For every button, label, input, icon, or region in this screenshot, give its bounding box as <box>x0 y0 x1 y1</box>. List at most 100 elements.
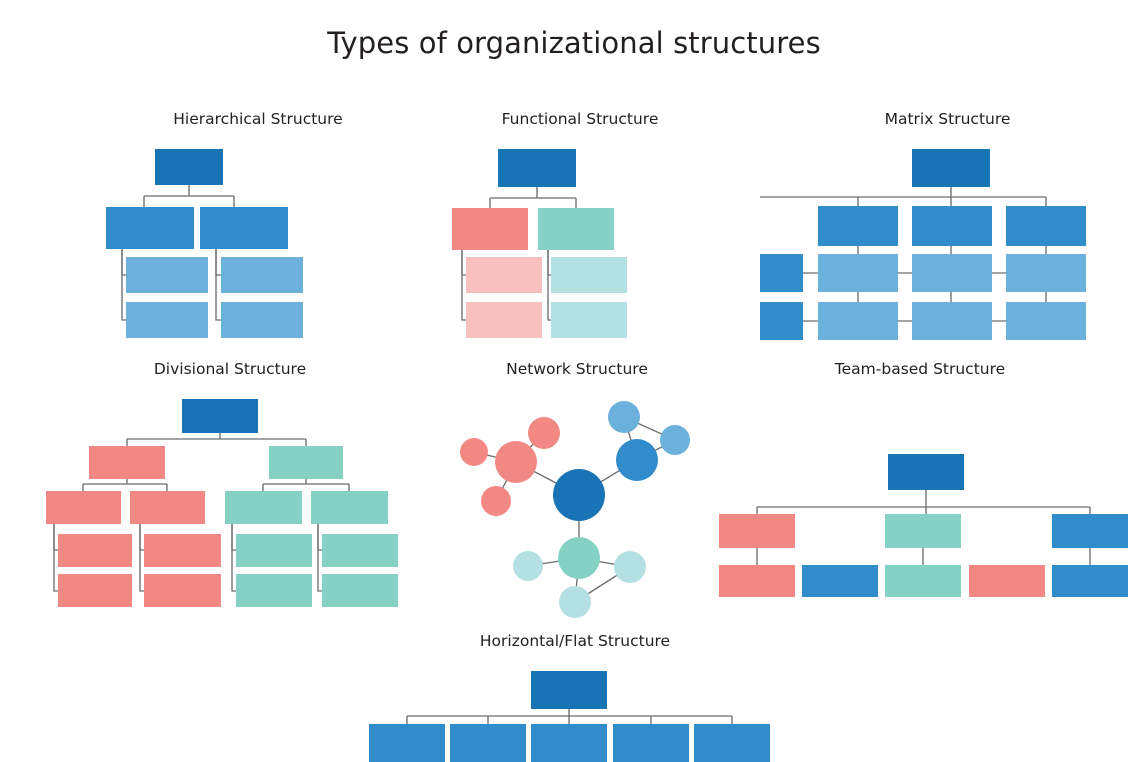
node-matrix-cell-12[interactable] <box>912 254 992 292</box>
connector-line <box>760 187 1046 198</box>
panel-title-flat: Horizontal/Flat Structure <box>479 632 671 650</box>
node-matrix-col-1[interactable] <box>818 206 898 246</box>
diagram-flat <box>369 671 770 762</box>
node-flat-root[interactable] <box>531 671 607 709</box>
node-divisional-b1-leaf2[interactable] <box>236 574 312 607</box>
node-divisional-b1-leaf1[interactable] <box>236 534 312 567</box>
node-divisional-a2-leaf1[interactable] <box>144 534 221 567</box>
node-matrix-cell-21[interactable] <box>818 302 898 340</box>
node-divisional-b-sub-2[interactable] <box>311 491 388 524</box>
node-divisional-a1-leaf2[interactable] <box>58 574 132 607</box>
node-hierarchical-l2-b2[interactable] <box>221 302 303 338</box>
node-matrix-row-1[interactable] <box>760 254 803 292</box>
node-flat-unit-4[interactable] <box>613 724 689 762</box>
connector-line <box>126 433 307 446</box>
node-network-blue-sat-2[interactable] <box>660 425 690 455</box>
node-team-member-2[interactable] <box>802 565 878 597</box>
node-network-cluster-teal[interactable] <box>558 537 600 579</box>
node-functional-l2-a1[interactable] <box>466 257 542 293</box>
node-functional-l1-b[interactable] <box>538 208 614 250</box>
panel-network: Network Structure <box>432 360 722 620</box>
connector-line <box>262 479 350 491</box>
page-title: Types of organizational structures <box>327 26 821 60</box>
node-hierarchical-l2-b1[interactable] <box>221 257 303 293</box>
node-divisional-root[interactable] <box>182 399 258 433</box>
node-divisional-div-a[interactable] <box>89 446 165 479</box>
node-team-root[interactable] <box>888 454 964 490</box>
node-functional-l2-b2[interactable] <box>551 302 627 338</box>
diagram-divisional <box>46 399 398 607</box>
diagram-network <box>460 401 690 618</box>
node-team-member-3[interactable] <box>885 565 961 597</box>
node-network-blue-sat-1[interactable] <box>608 401 640 433</box>
node-team-member-1[interactable] <box>719 565 795 597</box>
connector-line <box>857 292 1047 302</box>
node-matrix-cell-13[interactable] <box>1006 254 1086 292</box>
node-matrix-row-2[interactable] <box>760 302 803 340</box>
node-hierarchical-root[interactable] <box>155 149 223 185</box>
node-network-teal-sat-1[interactable] <box>513 551 543 581</box>
connector-line <box>215 249 221 276</box>
node-team-lead-1[interactable] <box>719 514 795 548</box>
node-functional-l2-a2[interactable] <box>466 302 542 338</box>
panel-team: Team-based Structure <box>705 360 1135 597</box>
connector-line <box>756 490 1091 514</box>
node-divisional-div-b[interactable] <box>269 446 343 479</box>
connector-line <box>857 246 1047 254</box>
node-matrix-col-3[interactable] <box>1006 206 1086 246</box>
node-flat-unit-3[interactable] <box>531 724 607 762</box>
node-hierarchical-l2-a2[interactable] <box>126 302 208 338</box>
connector-line <box>139 524 144 592</box>
node-flat-unit-1[interactable] <box>369 724 445 762</box>
node-network-red-sat-2[interactable] <box>528 417 560 449</box>
connector-line <box>53 524 58 592</box>
node-divisional-a-sub-2[interactable] <box>130 491 205 524</box>
panel-title-hierarchical: Hierarchical Structure <box>173 110 343 128</box>
panel-hierarchical: Hierarchical Structure <box>78 110 438 340</box>
node-matrix-root[interactable] <box>912 149 990 187</box>
node-team-member-4[interactable] <box>969 565 1045 597</box>
node-network-teal-sat-2[interactable] <box>614 551 646 583</box>
diagram-functional <box>452 149 627 338</box>
node-hierarchical-l1-a[interactable] <box>106 207 194 249</box>
node-functional-root[interactable] <box>498 149 576 187</box>
diagram-matrix <box>760 149 1086 340</box>
panel-flat: Horizontal/Flat Structure <box>345 632 805 762</box>
node-matrix-col-2[interactable] <box>912 206 992 246</box>
connector-line <box>121 249 126 321</box>
node-functional-l1-a[interactable] <box>452 208 528 250</box>
connector-line <box>82 479 168 491</box>
node-network-teal-sat-3[interactable] <box>559 586 591 618</box>
node-network-hub[interactable] <box>553 469 605 521</box>
node-matrix-cell-22[interactable] <box>912 302 992 340</box>
node-divisional-a1-leaf1[interactable] <box>58 534 132 567</box>
diagram-team <box>719 454 1128 597</box>
node-hierarchical-l2-a1[interactable] <box>126 257 208 293</box>
connector-line <box>547 250 551 321</box>
node-functional-l2-b1[interactable] <box>551 257 627 293</box>
panel-title-functional: Functional Structure <box>501 110 659 128</box>
node-network-cluster-red[interactable] <box>495 441 537 483</box>
panel-matrix: Matrix Structure <box>760 110 1135 340</box>
node-divisional-b2-leaf2[interactable] <box>322 574 398 607</box>
node-team-lead-3[interactable] <box>1052 514 1128 548</box>
node-team-lead-2[interactable] <box>885 514 961 548</box>
panel-functional: Functional Structure <box>420 110 740 340</box>
connector-line <box>489 187 577 208</box>
connector-line <box>317 524 322 592</box>
node-network-red-sat-1[interactable] <box>460 438 488 466</box>
node-hierarchical-l1-b[interactable] <box>200 207 288 249</box>
node-divisional-a2-leaf2[interactable] <box>144 574 221 607</box>
node-network-red-sat-3[interactable] <box>481 486 511 516</box>
node-flat-unit-5[interactable] <box>694 724 770 762</box>
node-divisional-b-sub-1[interactable] <box>225 491 302 524</box>
node-flat-unit-2[interactable] <box>450 724 526 762</box>
node-matrix-cell-11[interactable] <box>818 254 898 292</box>
node-divisional-a-sub-1[interactable] <box>46 491 121 524</box>
connector-line <box>857 197 1047 206</box>
node-divisional-b2-leaf1[interactable] <box>322 534 398 567</box>
node-matrix-cell-23[interactable] <box>1006 302 1086 340</box>
node-network-cluster-blue[interactable] <box>616 439 658 481</box>
connector-line <box>215 249 221 321</box>
node-team-member-5[interactable] <box>1052 565 1128 597</box>
